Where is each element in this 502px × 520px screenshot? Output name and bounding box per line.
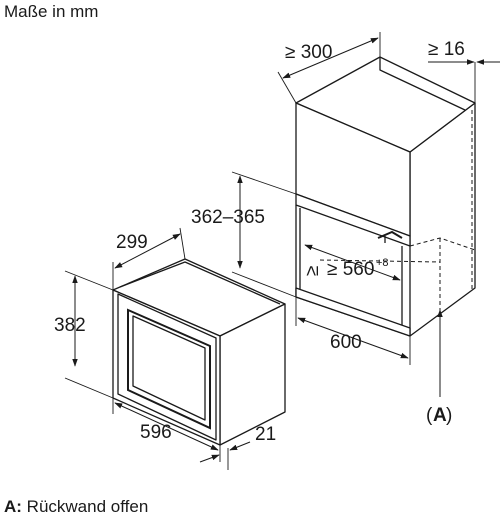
dim-appliance-depth-line xyxy=(114,233,181,269)
cabinet-bracket xyxy=(377,230,403,239)
dim-front-depth-line-left xyxy=(199,454,220,463)
cabinet-hidden-floor-line xyxy=(319,259,441,263)
dim-niche-depth: ≥ 300 xyxy=(277,32,381,104)
dim-appliance-height: 382 xyxy=(54,270,114,399)
dim-niche-width-label: ≥ 560 xyxy=(327,259,374,280)
drawing-title: Maße in mm xyxy=(4,2,98,21)
tall-cabinet xyxy=(295,56,476,337)
cabinet-bottom-panel xyxy=(295,287,411,337)
dim-appliance-height-label: 382 xyxy=(54,315,86,336)
dim-niche-depth-label: ≥ 300 xyxy=(285,42,332,63)
open-back-marker: ( A ) xyxy=(426,309,452,426)
dim-niche-height-ext-bottom xyxy=(231,271,297,298)
dim-niche-depth-line xyxy=(282,37,379,79)
built-in-appliance xyxy=(112,258,286,446)
dim-appliance-height-ext-top xyxy=(64,270,114,291)
dim-niche-width-tolerance: +8 xyxy=(376,257,389,269)
dim-appliance-width-line xyxy=(114,402,219,451)
dim-front-depth-line-right xyxy=(229,441,251,451)
marker-paren-close: ) xyxy=(446,405,452,426)
dim-appliance-width-label: 596 xyxy=(140,422,172,443)
dim-appliance-width: 596 xyxy=(112,398,221,462)
dim-niche-width: ≥ ≥ 560 +8 xyxy=(302,244,401,281)
marker-paren-open: ( xyxy=(426,405,433,426)
dim-cabinet-gap: ≥ 16 xyxy=(428,39,500,103)
cabinet-top-inner-edge xyxy=(379,57,466,111)
marker-letter-a: A xyxy=(433,405,447,426)
dim-front-depth-label: 21 xyxy=(255,424,276,445)
dim-niche-depth-ext-a xyxy=(277,71,297,104)
dim-cabinet-width-line xyxy=(297,317,409,359)
appliance-top-lip xyxy=(119,261,281,305)
caption-text: Rückwand offen xyxy=(22,497,148,516)
dim-niche-height: 362–365 xyxy=(191,171,297,298)
dim-front-depth: 21 xyxy=(199,424,276,470)
dim-niche-height-ext-top xyxy=(231,171,297,195)
dim-appliance-depth: 299 xyxy=(112,227,186,290)
caption: A: Rückwand offen xyxy=(4,497,148,516)
dim-cabinet-width: 600 xyxy=(295,297,411,365)
dim-cabinet-width-label: 600 xyxy=(330,332,362,353)
dim-appliance-depth-label: 299 xyxy=(116,232,148,253)
dim-appliance-depth-ext-b xyxy=(179,227,186,260)
dim-appliance-height-ext-bottom xyxy=(64,377,114,399)
caption-key: A: xyxy=(4,497,22,516)
dim-niche-width-line xyxy=(304,244,401,281)
dim-niche-width-symbol: ≥ xyxy=(302,266,323,276)
dim-niche-height-label: 362–365 xyxy=(191,207,265,228)
dim-gap-label: ≥ 16 xyxy=(428,39,465,60)
